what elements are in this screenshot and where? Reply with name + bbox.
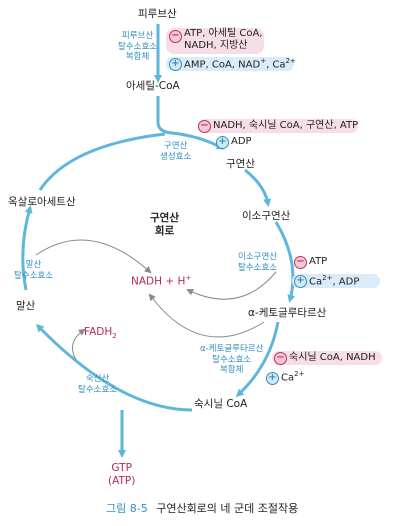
akgdh-inhibitor-pill: [272, 351, 382, 365]
cycle-arc-succinylcoa-to-malate: [35, 323, 193, 412]
pdh-inhibit-icon: −: [169, 30, 182, 43]
cycle-title-line2: 회로: [154, 224, 175, 237]
cs-inhibitor-pill: [198, 119, 358, 133]
pdh-activators: AMP, CoA, NAD+, Ca2+: [184, 57, 296, 71]
cycle-arc-isocitrate-to-akg: [274, 221, 296, 303]
idh-inhibitors: ATP: [309, 256, 328, 267]
fadh2-product-label: FADH2: [84, 326, 117, 341]
nadh-product-label: NADH + H+: [131, 274, 192, 288]
cycle-arc-akg-to-succinylcoa: [235, 321, 280, 398]
pdh-activator-pill: [166, 57, 294, 71]
figure-caption: 그림 8-5 구연산회로의 네 군데 조절작용: [106, 502, 298, 515]
acetyl-coa-label: 아세틸-CoA: [126, 80, 180, 92]
citrate-label: 구연산: [226, 158, 255, 170]
figure-title: 구연산회로의 네 군데 조절작용: [156, 502, 299, 515]
succinyl-coa-label: 숙시닐 CoA: [194, 398, 248, 410]
oxaloacetate-label: 옥살로아세트산: [8, 196, 76, 208]
cs-activators: ADP: [231, 136, 252, 147]
cycle-arc-malate-to-oxaloacetate: [21, 205, 33, 291]
gtp-product-label: GTP (ATP): [108, 462, 136, 487]
fadh2-arrow: [71, 328, 86, 361]
cycle-arc-oxaloacetate-to-citrate: [38, 132, 166, 191]
idh-inhibit-icon: −: [294, 256, 307, 269]
pdh-inhibitor-pill: [166, 28, 264, 54]
akgdh-inhibit-icon: −: [274, 352, 287, 365]
alpha-kg-label: α-케토글루타르산: [248, 307, 327, 319]
akgdh-inhibitors: 숙시닐 CoA, NADH: [289, 352, 376, 363]
isocitrate-label: 이소구연산: [242, 210, 291, 222]
malate-label: 말산: [16, 300, 36, 312]
cycle-title: 구연산 회로: [150, 212, 179, 237]
figure-number: 그림 8-5: [106, 502, 148, 515]
nadh-arrow-from-isocitrate: [186, 271, 277, 300]
akgdh-activators: Ca2+: [281, 370, 305, 384]
idh-activate-icon: +: [294, 275, 307, 288]
idh-activator-pill: [292, 274, 380, 288]
nadh-arrow-from-akg: [148, 293, 265, 338]
akgdh-activate-icon: +: [266, 372, 279, 385]
pdh-inhibitors: ATP, 아세틸 CoA, NADH, 지방산: [184, 28, 263, 51]
cs-inhibitors: NADH, 숙시닐 CoA, 구연산, ATP: [213, 120, 359, 131]
acetyl-entry-arrow: [156, 96, 225, 150]
idh-activators: Ca2+, ADP: [309, 274, 360, 288]
cycle-arc-citrate-to-isocitrate: [244, 168, 272, 207]
cycle-title-line1: 구연산: [150, 212, 179, 224]
pyruvate-label: 피루브산: [138, 8, 177, 20]
nadh-arrow-from-malate: [35, 239, 152, 274]
cs-inhibit-icon: −: [198, 120, 211, 133]
pdh-activate-icon: +: [169, 58, 182, 71]
cs-activate-icon: +: [216, 136, 229, 149]
